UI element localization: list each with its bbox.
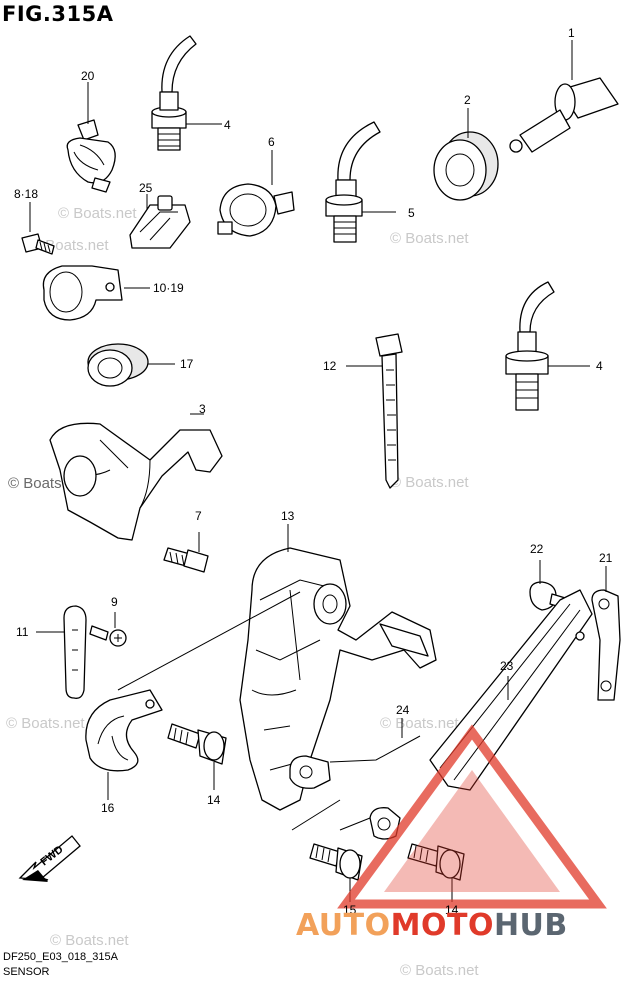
part-8-18-bolt — [21, 233, 55, 255]
figure-title: FIG.315A — [2, 2, 114, 26]
part-label[interactable]: 1 — [568, 26, 575, 40]
part-9-screw — [89, 625, 127, 647]
brand-part-1: AUTO — [296, 908, 391, 943]
part-20-clip — [66, 119, 116, 193]
watermark: © Boats.net — [390, 230, 469, 247]
part-label[interactable]: 12 — [323, 359, 337, 373]
part-label[interactable]: 16 — [101, 801, 115, 815]
part-labels: 20 8·18 25 4 6 5 2 1 10·19 17 12 4 3 7 1… — [14, 26, 613, 917]
part-4-sensor-lower — [505, 281, 555, 411]
part-2-grommet — [433, 131, 499, 201]
part-16-clip — [85, 689, 163, 772]
part-label[interactable]: 20 — [81, 69, 95, 83]
part-5-sensor — [325, 121, 381, 243]
part-label[interactable]: 4 — [224, 118, 231, 132]
part-label[interactable]: 6 — [268, 135, 275, 149]
part-label[interactable]: 3 — [199, 402, 206, 416]
part-label[interactable]: 5 — [408, 206, 415, 220]
part-label[interactable]: 9 — [111, 595, 118, 609]
part-24-plate — [289, 755, 401, 840]
part-15-bolt — [309, 843, 363, 881]
part-11-tie — [63, 605, 87, 699]
part-6-sensor — [217, 183, 295, 237]
watermark: © Boats.net — [380, 715, 459, 732]
part-21-bracket — [591, 589, 621, 701]
part-label[interactable]: 10·19 — [153, 281, 184, 295]
part-label[interactable]: 25 — [139, 181, 153, 195]
brand-triangle-logo — [337, 724, 607, 909]
part-label[interactable]: 2 — [464, 93, 471, 107]
part-label[interactable]: 11 — [16, 625, 29, 639]
brand-part-2: MOTO — [390, 908, 494, 943]
watermark: © Boats.net — [58, 205, 137, 222]
brand-part-3: HUB — [493, 908, 568, 943]
part-3-bracket — [49, 422, 223, 541]
part-label[interactable]: 15 — [343, 903, 357, 917]
part-label[interactable]: 21 — [599, 551, 613, 565]
part-label[interactable]: 14 — [445, 903, 459, 917]
part-25-holder — [129, 195, 191, 249]
part-17-grommet — [87, 343, 149, 387]
part-label[interactable]: 22 — [530, 542, 544, 556]
part-label[interactable]: 7 — [195, 509, 202, 523]
part-7-bolt — [163, 547, 209, 573]
brand-wordmark: AUTOMOTOHUB — [296, 908, 568, 943]
part-label[interactable]: 17 — [180, 357, 194, 371]
fwd-arrow: FWD — [18, 835, 81, 882]
part-label[interactable]: 23 — [500, 659, 514, 673]
part-label[interactable]: 13 — [281, 509, 295, 523]
watermark: © Boats.net — [390, 474, 469, 491]
part-10-19-clamp — [42, 265, 123, 321]
part-label[interactable]: 14 — [207, 793, 221, 807]
part-1-sensor — [509, 77, 619, 153]
watermarks: © Boats.net © Boats.net © Boats.net © Bo… — [6, 205, 479, 979]
part-13-bracket — [239, 547, 437, 811]
part-14-bolt-left — [167, 723, 227, 765]
part-14-bolt-right — [407, 843, 465, 881]
part-label[interactable]: 24 — [396, 703, 410, 717]
part-label[interactable]: 4 — [596, 359, 603, 373]
watermark: © Boats.net — [50, 932, 129, 949]
model-code: DF250_E03_018_315A — [3, 951, 118, 963]
part-4-sensor-upper — [151, 35, 197, 151]
part-label[interactable]: 8·18 — [14, 187, 38, 201]
section-name: SENSOR — [3, 966, 50, 978]
watermark: © Boats.net — [6, 715, 85, 732]
part-12-cable-tie — [375, 333, 403, 489]
watermark: © Boats.net — [400, 962, 479, 979]
